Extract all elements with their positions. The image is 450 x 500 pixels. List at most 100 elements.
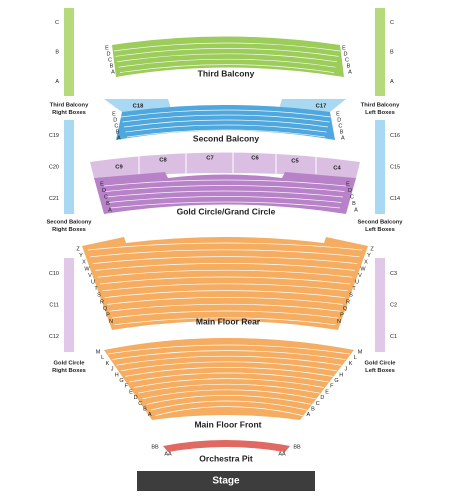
box-c6: C6 bbox=[251, 156, 259, 162]
row-label: X bbox=[82, 260, 86, 266]
row-label: D bbox=[348, 188, 352, 194]
row-label: J bbox=[111, 367, 114, 373]
second-balcony-right-boxes-label: C21 bbox=[49, 196, 59, 202]
box-c8: C8 bbox=[159, 158, 167, 164]
row-label: D bbox=[134, 395, 138, 401]
second-balcony-right-boxes-label: C19 bbox=[49, 133, 59, 139]
row-label: D bbox=[320, 395, 324, 401]
row-label: A bbox=[117, 135, 121, 141]
row-label: E bbox=[342, 45, 346, 51]
row-label: B bbox=[143, 406, 147, 412]
row-label: E bbox=[105, 45, 109, 51]
box-c5: C5 bbox=[291, 159, 299, 165]
row-label: A bbox=[111, 69, 115, 75]
gold-circle-area[interactable] bbox=[94, 172, 356, 214]
row-label: C bbox=[316, 401, 320, 407]
row-label: H bbox=[339, 372, 343, 378]
row-label: BB bbox=[151, 444, 159, 450]
second-balcony-left-boxes-label: C14 bbox=[390, 196, 400, 202]
gold-circle-right-boxes-label: C12 bbox=[49, 334, 59, 340]
third-balcony-right-boxes-caption: Third Balcony bbox=[50, 103, 89, 109]
row-label: C bbox=[345, 57, 349, 63]
row-label: S bbox=[349, 293, 353, 299]
row-label: B bbox=[352, 201, 356, 207]
third-balcony-left-boxes-block[interactable] bbox=[375, 8, 385, 96]
row-label: Y bbox=[79, 253, 83, 259]
stage: Stage bbox=[137, 471, 315, 491]
third-balcony-label: Third Balcony bbox=[198, 68, 255, 78]
row-label: A bbox=[354, 207, 358, 213]
gold-circle-right-boxes-block[interactable] bbox=[64, 258, 74, 352]
third-balcony-right-boxes-block[interactable] bbox=[64, 8, 74, 96]
row-label: V bbox=[88, 273, 92, 279]
row-label: BB bbox=[293, 444, 301, 450]
second-balcony-right-boxes-label: C20 bbox=[49, 164, 59, 170]
orchestra-pit-area[interactable] bbox=[163, 440, 290, 452]
second-balcony-left-boxes-label: C15 bbox=[390, 164, 400, 170]
stage-label: Stage bbox=[212, 476, 240, 487]
row-label: E bbox=[325, 389, 329, 395]
second-balcony-right-boxes-block[interactable] bbox=[64, 120, 74, 214]
row-label: G bbox=[119, 378, 123, 384]
row-label: E bbox=[100, 181, 104, 187]
row-label: A bbox=[348, 69, 352, 75]
second-balcony-left-boxes-block[interactable] bbox=[375, 120, 385, 214]
row-label: K bbox=[349, 361, 353, 367]
row-label: D bbox=[113, 117, 117, 123]
row-label: E bbox=[112, 111, 116, 117]
row-label: R bbox=[346, 299, 350, 305]
second-balcony-right-boxes-caption: Second Balcony bbox=[46, 220, 92, 226]
second-balcony-right-boxes-caption: Right Boxes bbox=[52, 227, 86, 233]
box-c4: C4 bbox=[333, 166, 341, 172]
row-label: B bbox=[340, 129, 344, 135]
row-label: L bbox=[101, 355, 104, 361]
second-balcony-area[interactable] bbox=[116, 105, 335, 140]
second-balcony-left-boxes-caption: Left Boxes bbox=[365, 227, 395, 233]
box-c7: C7 bbox=[206, 156, 213, 162]
third-balcony-left-boxes-label: C bbox=[390, 20, 394, 26]
third-balcony-left-boxes-caption: Third Balcony bbox=[361, 103, 400, 109]
row-label: B bbox=[311, 406, 315, 412]
gold-circle-boxes-row[interactable] bbox=[90, 152, 360, 179]
row-label: A bbox=[306, 412, 310, 418]
row-label: X bbox=[364, 260, 368, 266]
row-label: U bbox=[355, 279, 359, 285]
row-label: B bbox=[106, 201, 110, 207]
row-label: T bbox=[94, 286, 98, 292]
main-floor-front-area[interactable] bbox=[104, 338, 354, 420]
row-label: U bbox=[91, 279, 95, 285]
box-c18-label: C18 bbox=[133, 104, 144, 110]
row-label: E bbox=[336, 111, 340, 117]
gold-circle-right-boxes-label: C11 bbox=[49, 302, 59, 308]
third-balcony-left-boxes-label: A bbox=[390, 79, 394, 85]
row-label: AA bbox=[278, 451, 286, 457]
row-label: B bbox=[110, 63, 114, 69]
row-label: C bbox=[350, 194, 354, 200]
second-balcony-label: Second Balcony bbox=[193, 133, 259, 143]
row-label: P bbox=[106, 312, 110, 318]
row-label: M bbox=[96, 349, 101, 355]
row-label: P bbox=[340, 312, 344, 318]
gold-circle-left-boxes-block[interactable] bbox=[375, 258, 385, 352]
third-balcony-left-boxes-label: B bbox=[390, 49, 394, 55]
row-label: W bbox=[84, 266, 90, 272]
row-label: Q bbox=[343, 306, 348, 312]
row-label: Y bbox=[367, 253, 371, 259]
row-label: Z bbox=[370, 246, 374, 252]
gold-circle-label: Gold Circle/Grand Circle bbox=[177, 206, 276, 216]
row-label: AA bbox=[164, 451, 172, 457]
gold-circle-right-boxes-label: C10 bbox=[49, 271, 59, 277]
row-label: N bbox=[109, 319, 113, 325]
